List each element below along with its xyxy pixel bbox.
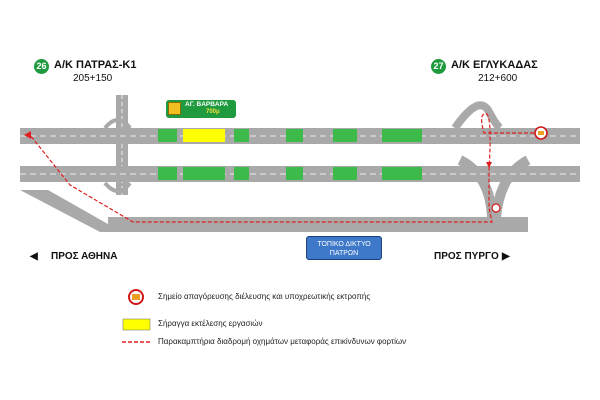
tunnel-lower-6: [382, 167, 422, 180]
tunnel-lower-3: [234, 167, 249, 180]
tunnel-lower-4: [286, 167, 303, 180]
detour-arrow-left: [24, 131, 31, 139]
direction-right: ΠΡΟΣ ΠΥΡΓΟ: [434, 251, 499, 262]
tunnel-lower-5: [333, 167, 357, 180]
detour-route: [29, 113, 540, 223]
left-junction-loop: [103, 118, 132, 130]
right-junction-loop: [451, 101, 503, 132]
works-tunnel-upper: [183, 129, 225, 142]
tunnel-upper-6: [382, 129, 422, 142]
legend-works-zone-icon: [122, 318, 151, 331]
tunnel-name: ΑΓ. ΒΑΡΒΑΡΑ: [185, 101, 229, 108]
tunnel-lower-1: [158, 167, 177, 180]
tunnel-upper-1: [158, 129, 177, 142]
local-road-bottom: [108, 217, 528, 232]
right-arrow-icon: ▶: [502, 251, 510, 262]
legend-text-works: Σήραγγα εκτέλεσης εργασιών: [158, 319, 263, 328]
left-arrow-icon: ◀: [30, 251, 38, 262]
local-network-line1: ΤΟΠΙΚΟ ΔΙΚΤΥΟ: [317, 241, 371, 248]
junction-number-badge-left: 26: [34, 59, 49, 74]
junction-km-left: 205+150: [73, 73, 113, 84]
legend-text-no-entry: Σημείο απαγόρευσης διέλευσης και υποχρεω…: [158, 292, 371, 301]
junction-km-right: 212+600: [478, 73, 518, 84]
junction-name-left: Α/Κ ΠΑΤΡΑΣ-Κ1: [54, 59, 137, 71]
tunnel-lower-2: [183, 167, 225, 180]
legend-text-detour: Παρακαμπτήρια διαδρομή οχημάτων μεταφορά…: [158, 337, 407, 346]
junction-name-right: Α/Κ ΕΓΛΥΚΑΔΑΣ: [451, 59, 538, 71]
ramp-marker-icon: [491, 203, 501, 213]
local-road-left: [20, 190, 122, 232]
tunnel-upper-5: [333, 129, 357, 142]
tunnel-icon: [168, 102, 181, 115]
local-network-label: ΤΟΠΙΚΟ ΔΙΚΤΥΟ ΠΑΤΡΩΝ: [306, 236, 382, 260]
tunnel-sign: ΑΓ. ΒΑΡΒΑΡΑ 700μ: [166, 100, 236, 118]
local-network-line2: ΠΑΤΡΩΝ: [329, 250, 359, 257]
detour-arrow-down: [486, 162, 492, 168]
junction-number-badge-right: 27: [431, 59, 446, 74]
tunnel-upper-4: [286, 129, 303, 142]
tunnel-length: 700μ: [206, 109, 220, 115]
no-entry-sign-icon: [534, 126, 548, 140]
direction-left: ΠΡΟΣ ΑΘΗΝΑ: [51, 251, 118, 262]
tunnel-upper-3: [234, 129, 249, 142]
legend-no-entry-icon: [128, 289, 144, 305]
